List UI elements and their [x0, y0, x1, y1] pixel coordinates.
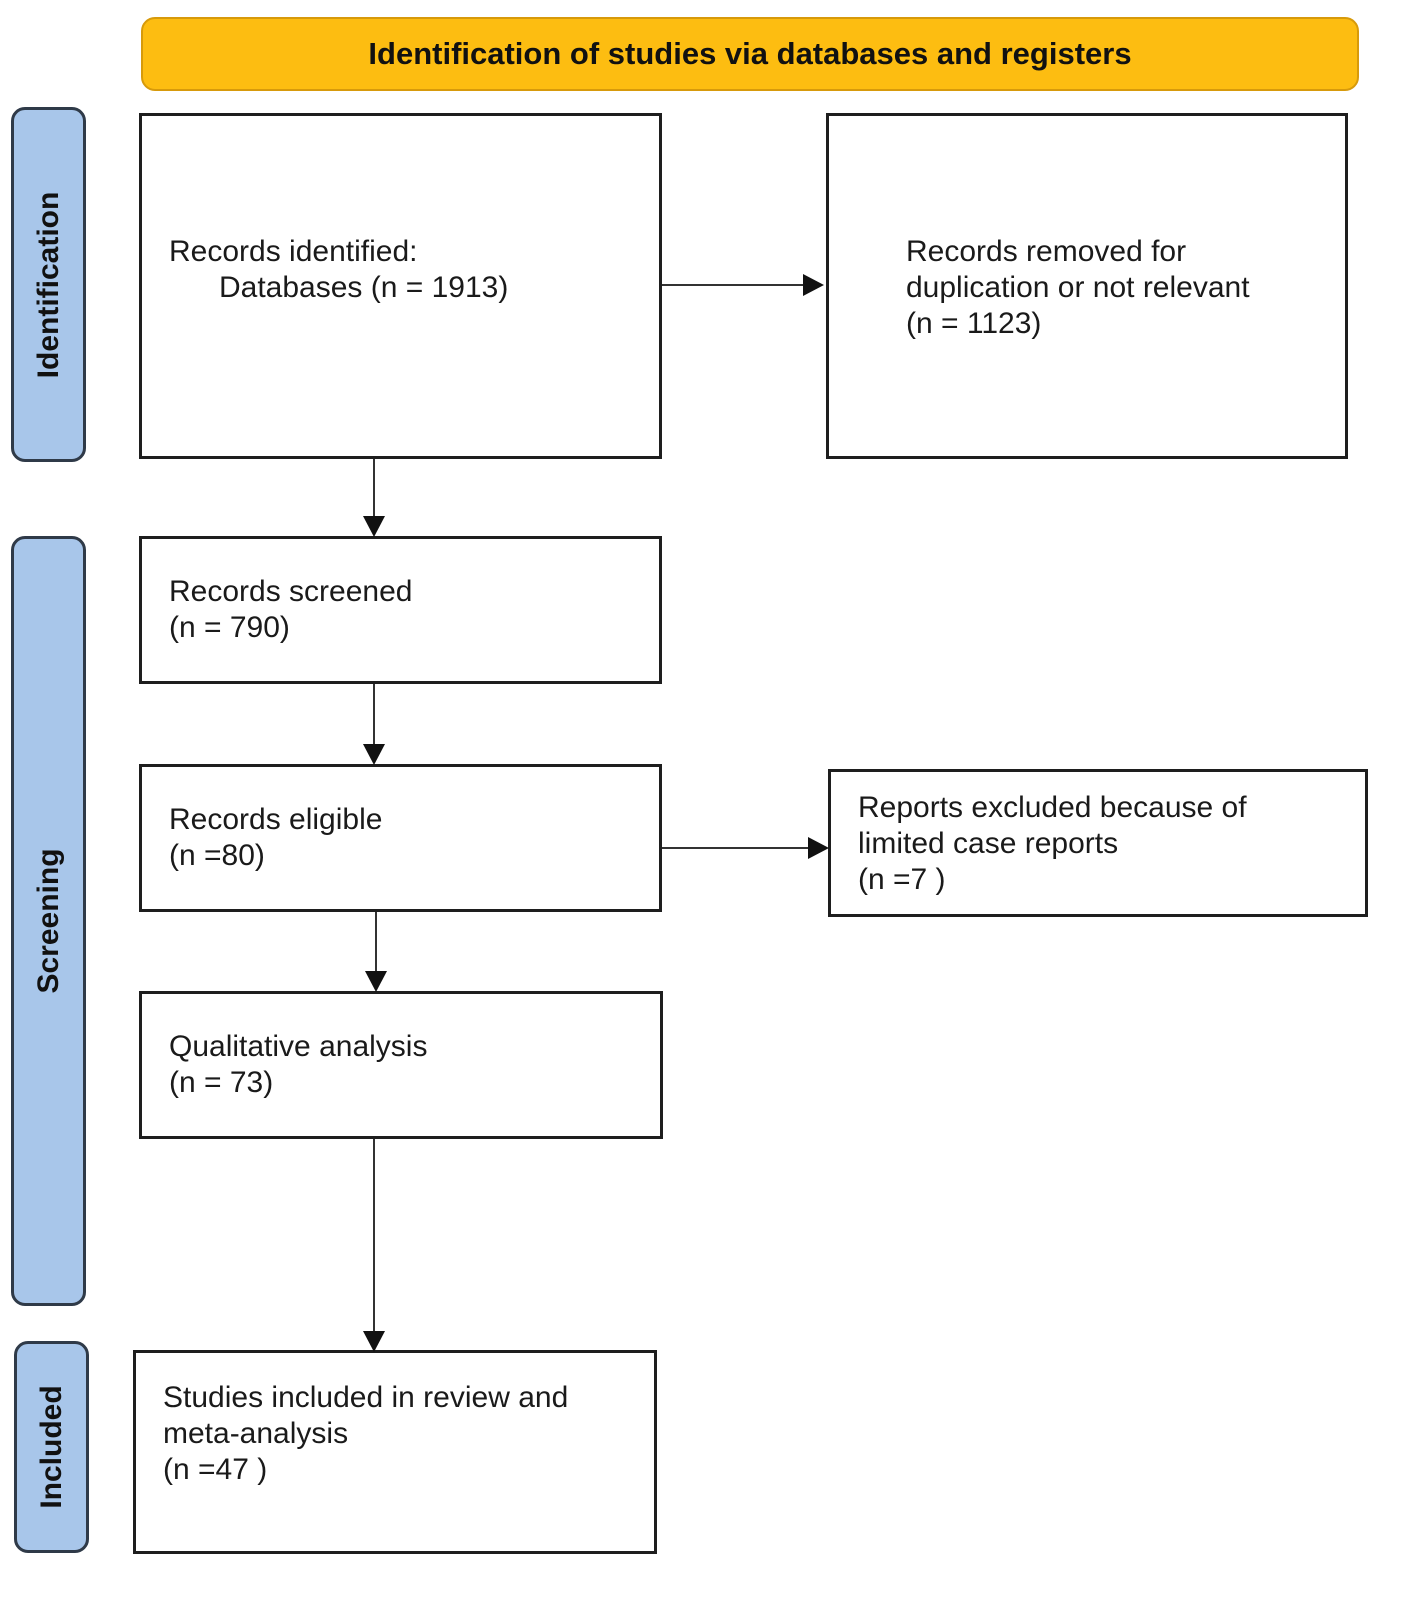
arrowhead-screened — [363, 516, 385, 537]
phase-included: Included — [14, 1341, 89, 1553]
reports-excluded-count: (n =7 ) — [858, 863, 946, 896]
studies-included-label-2: meta-analysis — [163, 1417, 349, 1450]
qualitative-analysis-box: Qualitative analysis (n = 73) — [139, 991, 663, 1139]
phase-screening: Screening — [11, 536, 86, 1306]
records-removed-label-2: duplication or not relevant — [906, 271, 1250, 304]
records-screened-label: Records screened — [169, 575, 413, 608]
records-identified-count: Databases (n = 1913) — [219, 271, 509, 304]
header-banner: Identification of studies via databases … — [141, 17, 1359, 91]
arrowhead-included — [363, 1331, 385, 1352]
header-title: Identification of studies via databases … — [368, 36, 1132, 71]
studies-included-box: Studies included in review and meta-anal… — [133, 1350, 657, 1554]
studies-included-label-1: Studies included in review and — [163, 1381, 569, 1414]
qualitative-analysis-count: (n = 73) — [169, 1066, 274, 1099]
reports-excluded-box: Reports excluded because of limited case… — [828, 769, 1368, 917]
studies-included-count: (n =47 ) — [163, 1453, 268, 1486]
records-removed-box: Records removed for duplication or not r… — [826, 113, 1348, 459]
records-eligible-box: Records eligible (n =80) — [139, 764, 662, 912]
reports-excluded-label-1: Reports excluded because of — [858, 791, 1247, 824]
arrowhead-eligible — [363, 744, 385, 765]
records-eligible-count: (n =80) — [169, 839, 265, 872]
records-screened-box: Records screened (n = 790) — [139, 536, 662, 684]
arrowhead-qualitative — [365, 971, 387, 992]
records-screened-count: (n = 790) — [169, 611, 290, 644]
qualitative-analysis-label: Qualitative analysis — [169, 1030, 428, 1063]
phase-identification: Identification — [11, 107, 86, 462]
records-removed-count: (n = 1123) — [906, 307, 1042, 340]
arrowhead-excluded — [808, 837, 829, 859]
reports-excluded-label-2: limited case reports — [858, 827, 1119, 860]
arrowhead-removed — [803, 274, 824, 296]
records-removed-label-1: Records removed for — [906, 235, 1187, 268]
records-eligible-label: Records eligible — [169, 803, 383, 836]
records-identified-box: Records identified: Databases (n = 1913) — [139, 113, 662, 459]
records-identified-label: Records identified: — [169, 235, 418, 268]
